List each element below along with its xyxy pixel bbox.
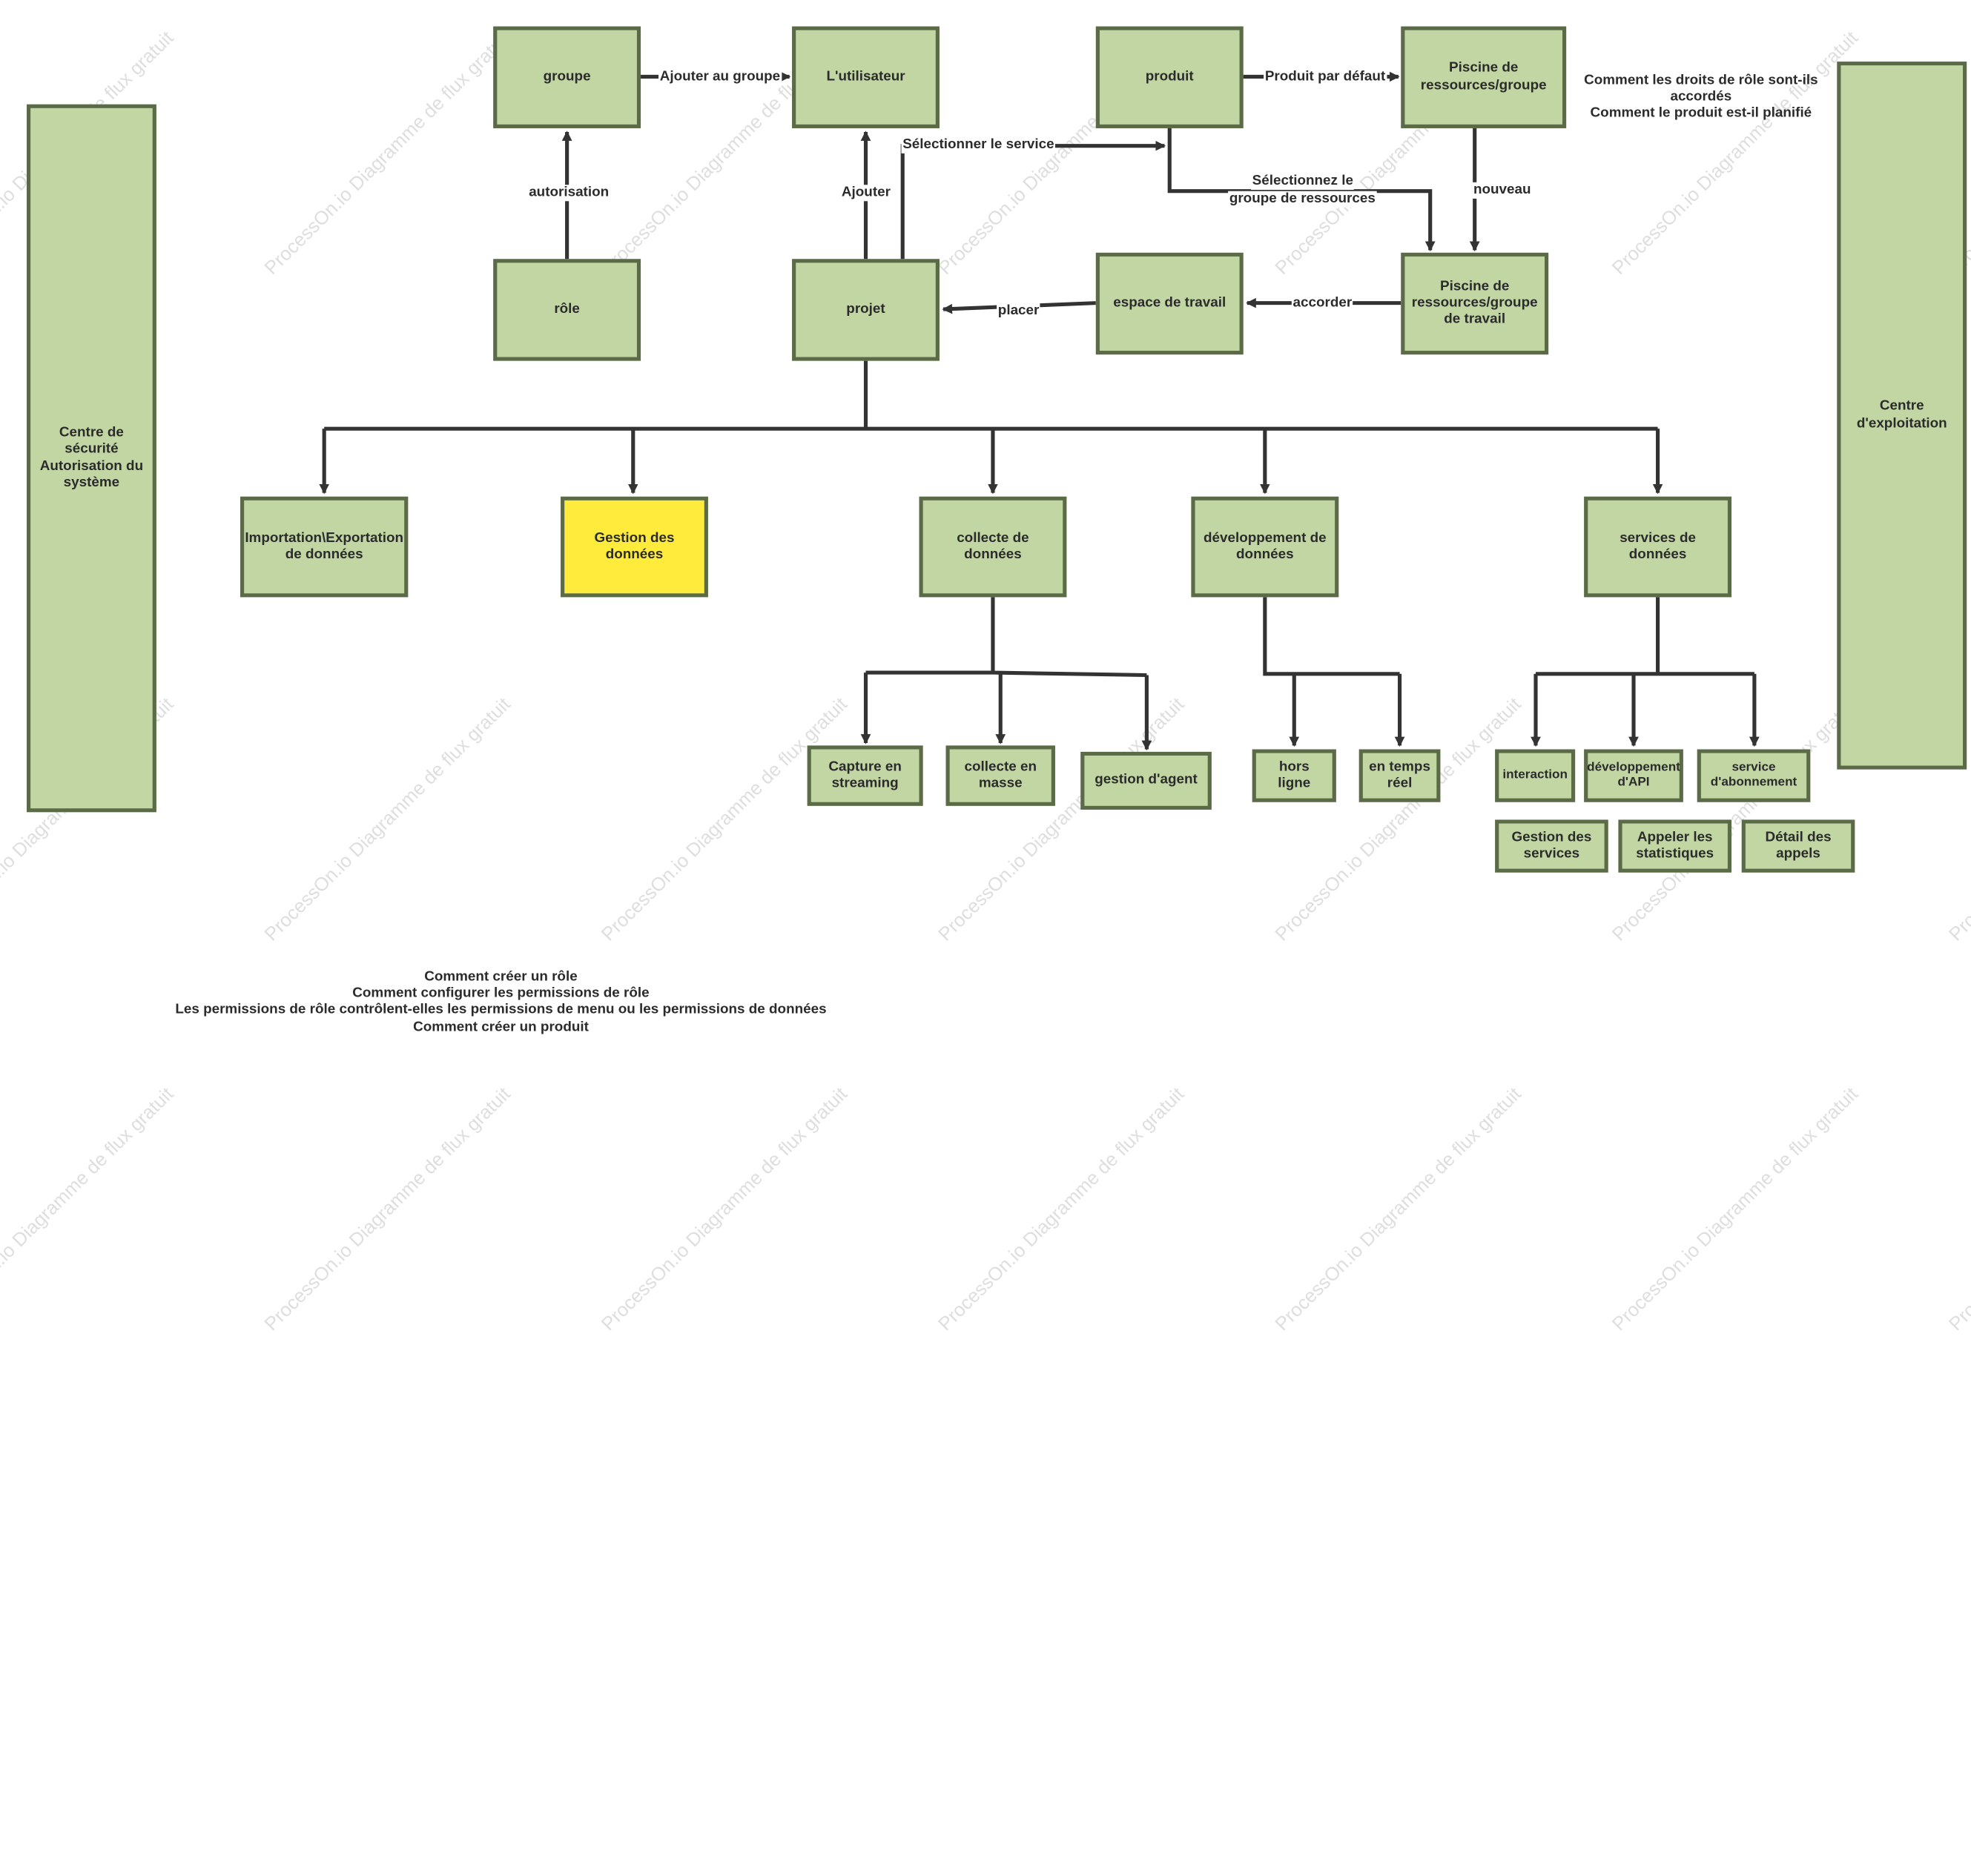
edge-label-autorisation: autorisation [527,185,610,202]
edge-collecte-bus [865,597,1147,678]
node-groupe[interactable]: groupe [493,26,641,128]
node-temps-reel[interactable]: en temps réel [1358,749,1441,802]
note-top-right: Comment les droits de rôle sont-ils acco… [1574,73,1828,122]
node-detail-appels[interactable]: Détail des appels [1741,819,1855,873]
note-top-right-line: Comment le produit est-il planifié [1590,106,1812,122]
node-centre-exploitation[interactable]: Centre d'exploitation [1837,62,1967,770]
note-bottom-line: Comment créer un produit [413,1019,589,1034]
edge-label-ajouter: Ajouter [840,185,892,202]
node-collecte-masse[interactable]: collecte en masse [945,745,1055,806]
node-gestion-agent[interactable]: gestion d'agent [1080,751,1212,810]
node-piscine-travail[interactable]: Piscine de ressources/groupe de travail [1401,252,1549,355]
note-top-right-line: accordés [1670,89,1732,105]
note-bottom-line: Comment créer un rôle [424,969,578,985]
note-bottom-line: Les permissions de rôle contrôlent-elles… [175,1002,827,1018]
note-top-right-line: Comment les droits de rôle sont-ils [1584,73,1818,88]
node-espace-travail[interactable]: espace de travail [1095,252,1244,355]
node-capture-streaming[interactable]: Capture en streaming [807,745,923,806]
node-centre-securite[interactable]: Centre de sécurité Autorisation du systè… [27,104,156,813]
note-bottom: Comment créer un rôle Comment configurer… [119,969,882,1035]
node-interaction[interactable]: interaction [1495,749,1576,802]
edge-label-nouveau: nouveau [1472,182,1533,199]
node-produit[interactable]: produit [1095,26,1244,128]
watermark-text: ProcessOn.io Diagramme de flux gratuit [1608,1083,1863,1335]
node-piscine-groupe[interactable]: Piscine de ressources/groupe [1401,26,1567,128]
watermark-text: ProcessOn.io Diagramme de flux gratuit [260,1083,515,1335]
connector-layer [319,71,1760,751]
node-gestion-donnees[interactable]: Gestion des données [561,496,708,598]
node-import-export[interactable]: Importation\Exportation de données [240,496,409,598]
watermark-text: ProcessOn.io Diagramme de flux gratuit [934,1083,1189,1335]
edge-label-selectionnez-groupe-2: groupe de ressources [1228,191,1377,208]
edge-services-bus [1535,597,1754,676]
edge-produit-piscine-travail [1167,128,1436,252]
edge-label-ajouter-groupe: Ajouter au groupe [658,69,782,86]
node-appeler-statistiques[interactable]: Appeler les statistiques [1618,819,1732,873]
edge-label-produit-defaut: Produit par défaut [1264,69,1387,86]
node-service-abonnement[interactable]: service d'abonnement [1697,749,1811,802]
node-hors-ligne[interactable]: hors ligne [1252,749,1336,802]
node-role[interactable]: rôle [493,259,641,361]
edge-label-selectionner-service: Sélectionner le service [901,136,1056,154]
watermark-text: ProcessOn.io Diagramme de flux gratuit [0,1083,179,1335]
node-developpement-donnees[interactable]: développement de données [1191,496,1339,598]
watermark-text: ProcessOn.io Diagramme de flux gratuit [597,1083,852,1335]
node-projet[interactable]: projet [792,259,940,361]
node-developpement-api[interactable]: développement d'API [1584,749,1683,802]
note-bottom-line: Comment configurer les permissions de rô… [352,985,650,1001]
node-gestion-services[interactable]: Gestion des services [1495,819,1608,873]
edge-label-placer: placer [997,303,1041,320]
node-utilisateur[interactable]: L'utilisateur [792,26,940,128]
edge-projet-bus [324,360,1658,431]
node-collecte-donnees[interactable]: collecte de données [919,496,1067,598]
watermark-text: ProcessOn.io Diagramme de flux gratuit [1945,1083,1971,1335]
edge-label-accorder: accorder [1291,295,1353,312]
edge-label-selectionnez-groupe-1: Sélectionnez le [1250,173,1355,191]
edge-projet-produit [900,140,1166,260]
edge-dev-bus [1263,597,1400,676]
watermark-text: ProcessOn.io Diagramme de flux gratuit [1271,1083,1526,1335]
node-services-donnees[interactable]: services de données [1584,496,1732,598]
